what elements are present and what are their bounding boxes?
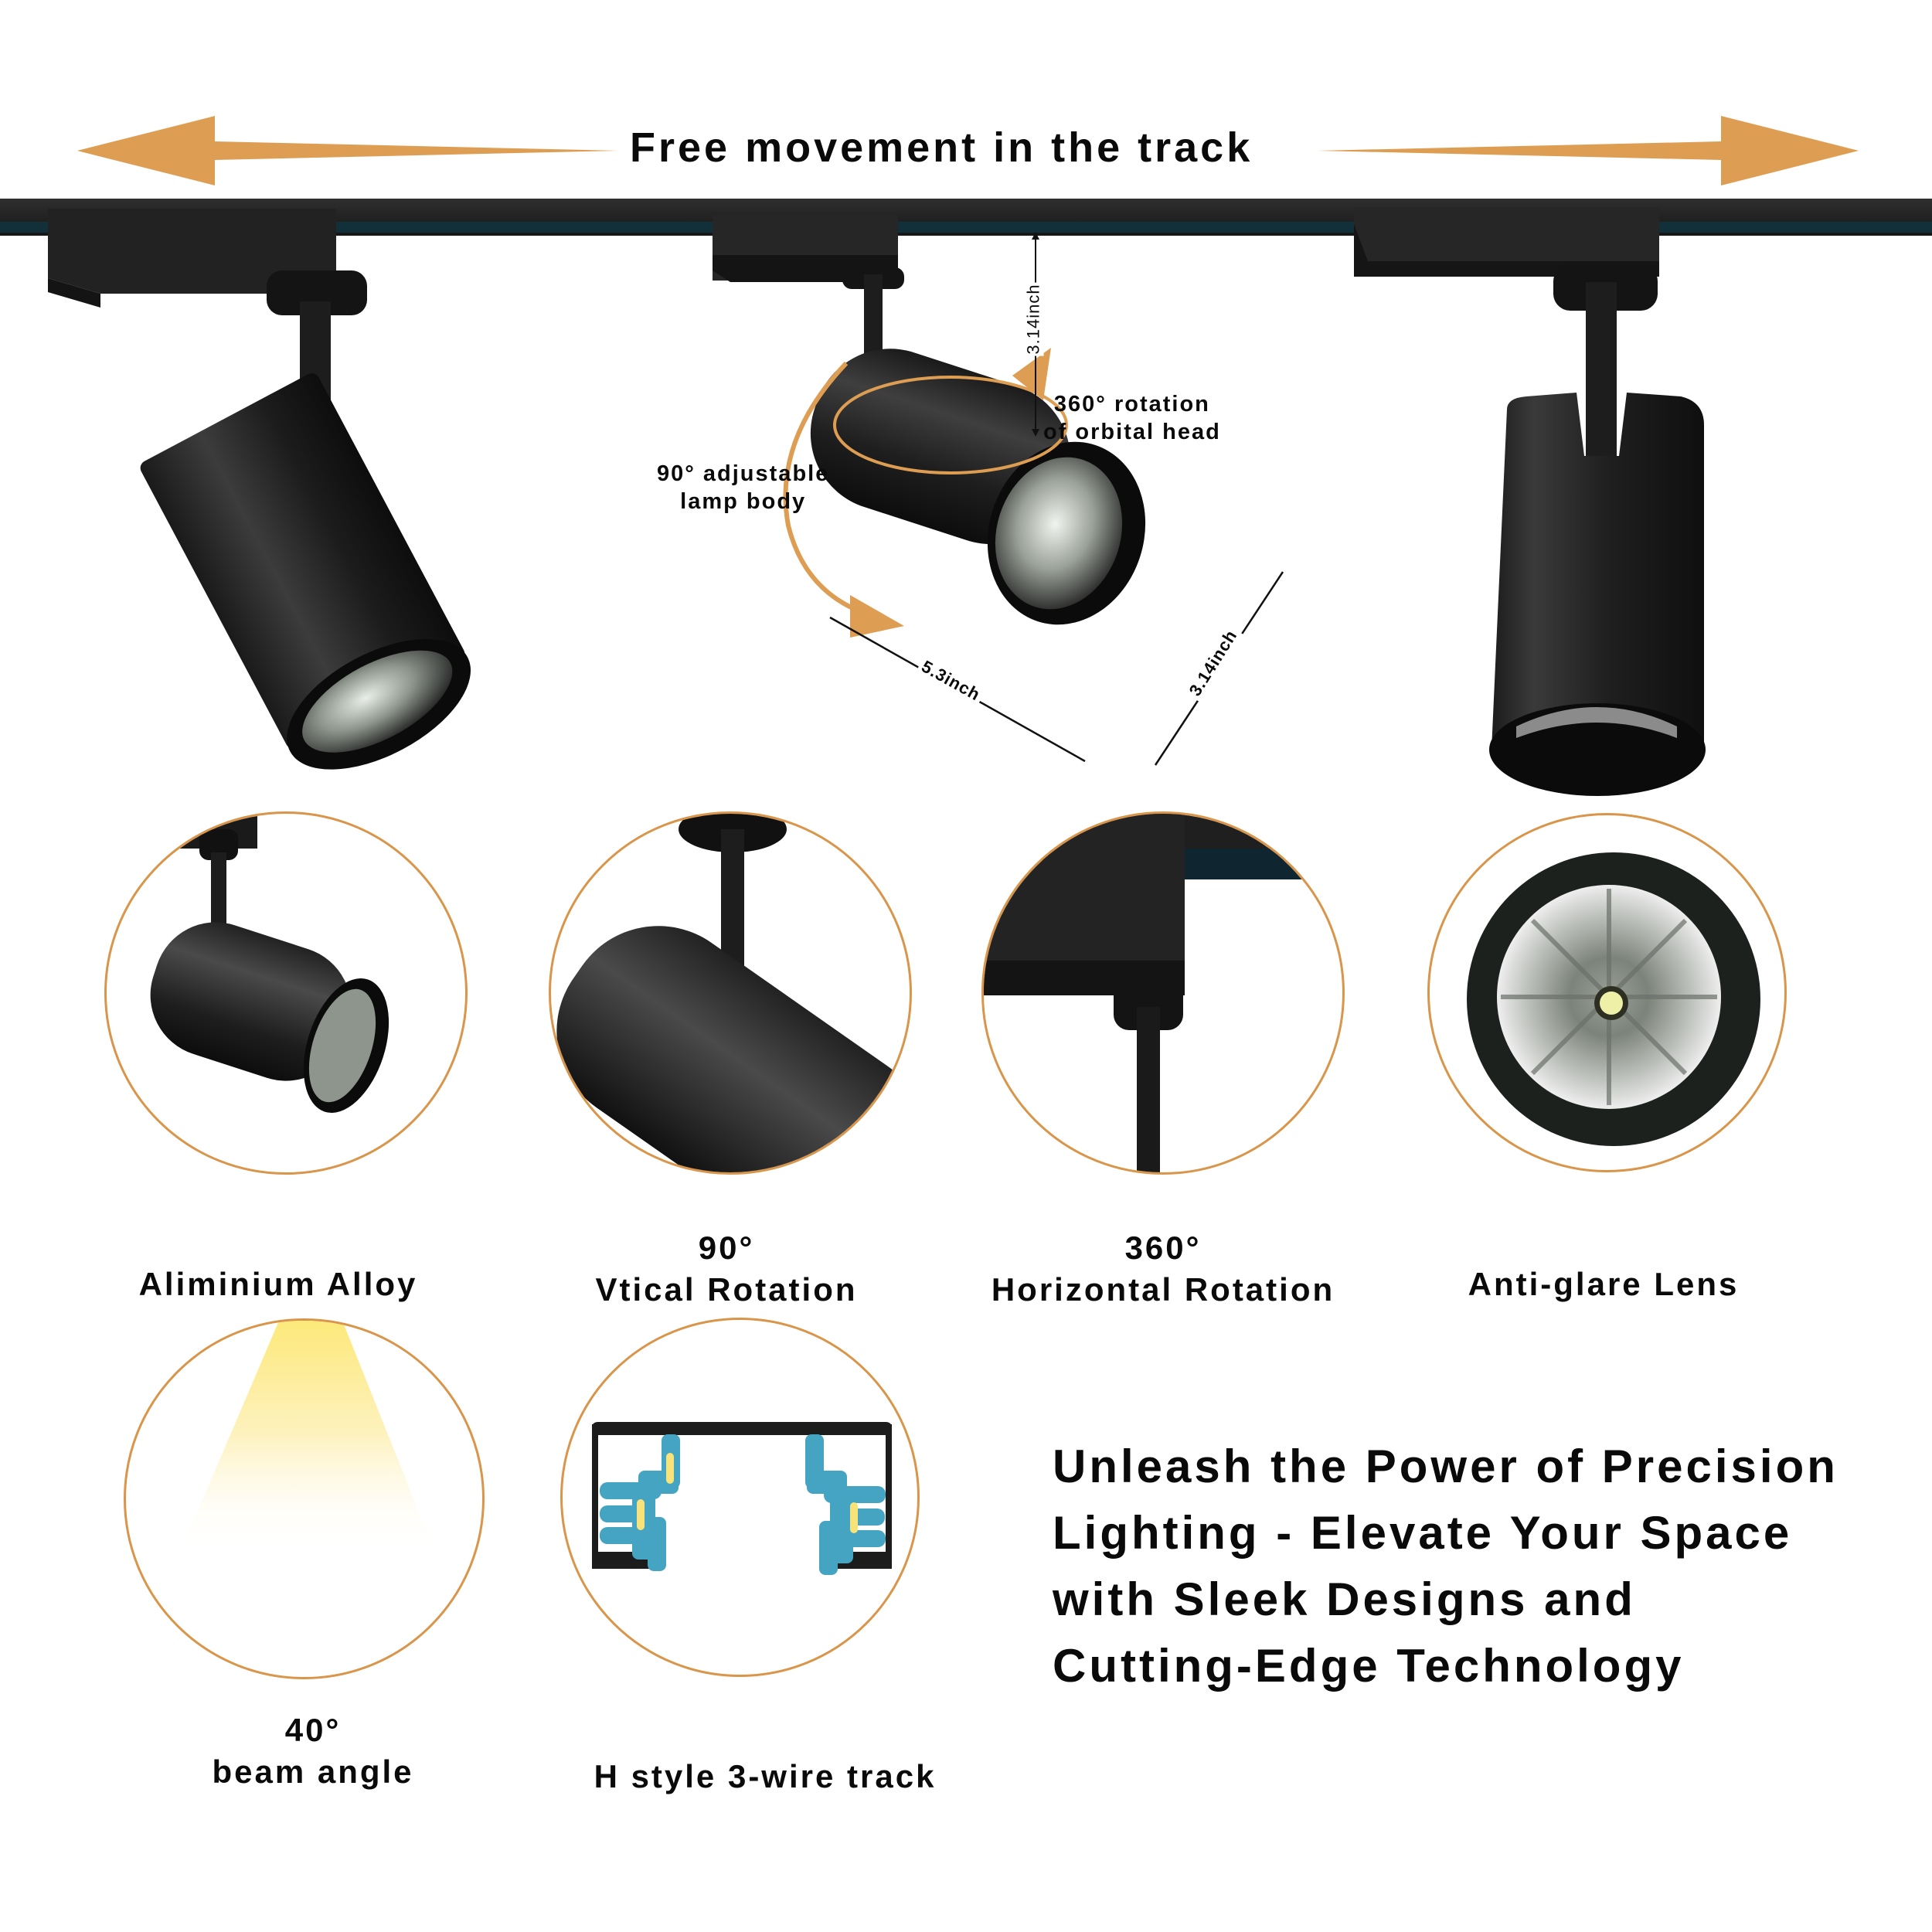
feature-label-track: H style 3-wire track bbox=[572, 1756, 958, 1798]
feature-label-beam-angle: 40° beam angle bbox=[158, 1709, 468, 1793]
feature-circle-track-section bbox=[560, 1318, 920, 1677]
feature-circle-vertical-rotation bbox=[549, 811, 912, 1175]
feature-label-text: Anti-glare Lens bbox=[1468, 1266, 1740, 1302]
tagline-line-4: Cutting-Edge Technology bbox=[1053, 1640, 1685, 1692]
tilt-rotation-arrow-icon bbox=[783, 361, 904, 638]
feature-label-text: H style 3-wire track bbox=[594, 1758, 937, 1794]
left-arrow-icon bbox=[77, 116, 618, 185]
feature-circle-horizontal-rotation bbox=[981, 811, 1345, 1175]
tagline-line-2: Lighting - Elevate Your Space bbox=[1053, 1507, 1793, 1559]
feature-label-text: beam angle bbox=[212, 1753, 414, 1790]
right-arrow-icon bbox=[1318, 116, 1859, 185]
right-fixture bbox=[1314, 193, 1932, 811]
adjustable-annotation-line2: lamp body bbox=[680, 489, 807, 514]
feature-label-anti-glare-lens: Anti-glare Lens bbox=[1449, 1264, 1758, 1305]
feature-circle-anti-glare-lens bbox=[1427, 813, 1787, 1172]
adjustable-annotation-line1: 90° adjustable bbox=[657, 461, 830, 486]
orbit-rotation-arrow-icon bbox=[833, 348, 1068, 474]
feature-label-text: Horizontal Rotation bbox=[991, 1271, 1335, 1308]
feature-title: 90° bbox=[698, 1230, 755, 1266]
tagline-line-1: Unleash the Power of Precision bbox=[1053, 1440, 1838, 1492]
rotation-annotation: 360° rotation of orbital head bbox=[1043, 390, 1221, 446]
rotation-annotation-line2: of orbital head bbox=[1043, 420, 1221, 444]
feature-label-horizontal-rotation: 360° Horizontal Rotation bbox=[970, 1227, 1356, 1311]
feature-title: 360° bbox=[1124, 1230, 1202, 1266]
adjustable-annotation: 90° adjustable lamp body bbox=[657, 460, 829, 515]
feature-title: 40° bbox=[284, 1712, 342, 1748]
center-fixture bbox=[696, 193, 1314, 773]
feature-circle-beam-angle bbox=[124, 1318, 485, 1679]
feature-circle-aluminium-alloy bbox=[104, 811, 468, 1175]
feature-label-text: Vtical Rotation bbox=[595, 1271, 858, 1308]
left-fixture bbox=[0, 193, 541, 773]
marketing-tagline: Unleash the Power of Precision Lighting … bbox=[1053, 1434, 1838, 1699]
page-title: Free movement in the track bbox=[630, 124, 1253, 171]
stem-height-label: 3.14inch bbox=[1023, 282, 1044, 356]
tagline-line-3: with Sleek Designs and bbox=[1053, 1573, 1636, 1625]
feature-label-aluminium-alloy: Aliminium Alloy bbox=[124, 1264, 433, 1305]
feature-label-text: Aliminium Alloy bbox=[138, 1266, 418, 1302]
feature-label-vertical-rotation: 90° Vtical Rotation bbox=[572, 1227, 881, 1311]
rotation-annotation-line1: 360° rotation bbox=[1053, 392, 1210, 417]
